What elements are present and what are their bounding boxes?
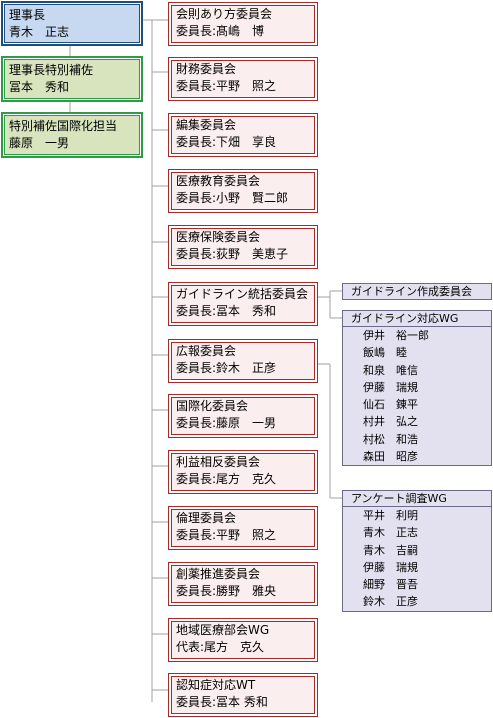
wg-member: 青木 吉嗣 — [363, 543, 418, 557]
committee-box: ガイドライン統括委員会 委員長:冨本 秀和 — [168, 282, 318, 326]
committee-chair: 委員長:冨本 秀和 — [176, 695, 268, 709]
committee-chair: 委員長:平野 照之 — [176, 79, 277, 93]
international-assistant-name: 藤原 一男 — [9, 136, 70, 150]
committee-box: 編集委員会 委員長:下畑 享良 — [168, 113, 318, 157]
wg-member: 村松 和浩 — [363, 432, 418, 446]
committee-box: 広報委員会 委員長:鈴木 正彦 — [168, 339, 318, 383]
committee-name: 医療保険委員会 — [176, 230, 261, 244]
committee-chair: 委員長:髙嶋 博 — [176, 24, 265, 38]
international-assistant-role: 特別補佐国際化担当 — [9, 119, 118, 133]
guideline-wg-header: ガイドライン対応WG — [342, 310, 492, 327]
committee-chair: 代表:尾方 克久 — [176, 640, 265, 654]
committee-name: 創薬推進委員会 — [176, 567, 261, 581]
committee-name: ガイドライン統括委員会 — [176, 287, 309, 301]
committee-chair: 委員長:平野 照之 — [176, 528, 277, 542]
committee-box: 認知症対応WT 委員長:冨本 秀和 — [168, 673, 318, 717]
committee-name: 編集委員会 — [176, 118, 237, 132]
wg-member: 鈴木 正彦 — [363, 595, 418, 609]
guideline-wg-title: ガイドライン対応WG — [351, 312, 459, 325]
committee-chair: 委員長:荻野 美恵子 — [176, 247, 289, 261]
committee-box: 創薬推進委員会 委員長:勝野 雅央 — [168, 562, 318, 606]
chairman-name: 青木 正志 — [9, 25, 70, 39]
committee-name: 倫理委員会 — [176, 511, 237, 525]
committee-name: 地域医療部会WG — [176, 623, 270, 637]
committee-chair: 委員長:小野 賢二郎 — [176, 191, 289, 205]
wg-member: 仙石 錬平 — [363, 398, 418, 412]
guideline-creation-box: ガイドライン作成委員会 — [342, 283, 492, 300]
committee-box: 財務委員会 委員長:平野 照之 — [168, 57, 318, 101]
wg-member: 和泉 唯信 — [363, 363, 418, 377]
committee-name: 財務委員会 — [176, 62, 237, 76]
chairman-box: 理事長 青木 正志 — [1, 1, 143, 46]
committee-chair: 委員長:尾方 克久 — [176, 472, 277, 486]
special-assistant-role: 理事長特別補佐 — [9, 63, 94, 77]
survey-wg-header: アンケート調査WG — [342, 490, 492, 507]
special-assistant-name: 冨本 秀和 — [9, 80, 70, 94]
committee-chair: 委員長:鈴木 正彦 — [176, 361, 277, 375]
survey-wg-members: 平井 利明 青木 正志 青木 吉嗣 伊藤 瑞規 細野 晋吾 鈴木 正彦 — [342, 507, 492, 612]
wg-member: 飯嶋 睦 — [363, 346, 407, 360]
committee-box: 医療保険委員会 委員長:荻野 美恵子 — [168, 225, 318, 269]
committee-box: 国際化委員会 委員長:藤原 一男 — [168, 394, 318, 438]
committee-chair: 委員長:勝野 雅央 — [176, 584, 277, 598]
guideline-creation-title: ガイドライン作成委員会 — [351, 285, 472, 298]
committee-name: 医療教育委員会 — [176, 174, 261, 188]
wg-member: 村井 弘之 — [363, 415, 418, 429]
committee-box: 会則あり方委員会 委員長:髙嶋 博 — [168, 2, 318, 46]
wg-member: 森田 昭彦 — [363, 450, 418, 464]
committee-chair: 委員長:下畑 享良 — [176, 135, 277, 149]
committee-name: 会則あり方委員会 — [176, 7, 273, 21]
committee-box: 倫理委員会 委員長:平野 照之 — [168, 506, 318, 550]
committee-chair: 委員長:冨本 秀和 — [176, 304, 277, 318]
international-assistant-box: 特別補佐国際化担当 藤原 一男 — [1, 112, 143, 158]
committee-chair: 委員長:藤原 一男 — [176, 416, 277, 430]
wg-member: 伊藤 瑞規 — [363, 380, 418, 394]
wg-member: 平井 利明 — [363, 509, 418, 522]
survey-wg-title: アンケート調査WG — [351, 492, 447, 505]
committee-box: 地域医療部会WG 代表:尾方 克久 — [168, 618, 318, 662]
wg-member: 細野 晋吾 — [363, 578, 418, 592]
committee-box: 利益相反委員会 委員長:尾方 克久 — [168, 450, 318, 494]
special-assistant-box: 理事長特別補佐 冨本 秀和 — [1, 56, 143, 102]
committee-name: 利益相反委員会 — [176, 455, 261, 469]
wg-member: 伊藤 瑞規 — [363, 560, 418, 574]
wg-member: 青木 正志 — [363, 526, 418, 540]
committee-name: 広報委員会 — [176, 344, 237, 358]
committee-box: 医療教育委員会 委員長:小野 賢二郎 — [168, 169, 318, 213]
committee-name: 認知症対応WT — [176, 678, 256, 692]
committee-name: 国際化委員会 — [176, 399, 249, 413]
guideline-wg-members: 伊井 裕一郎 飯嶋 睦 和泉 唯信 伊藤 瑞規 仙石 錬平 村井 弘之 村松 和… — [342, 327, 492, 466]
chairman-role: 理事長 — [9, 8, 46, 22]
wg-member: 伊井 裕一郎 — [363, 329, 429, 342]
